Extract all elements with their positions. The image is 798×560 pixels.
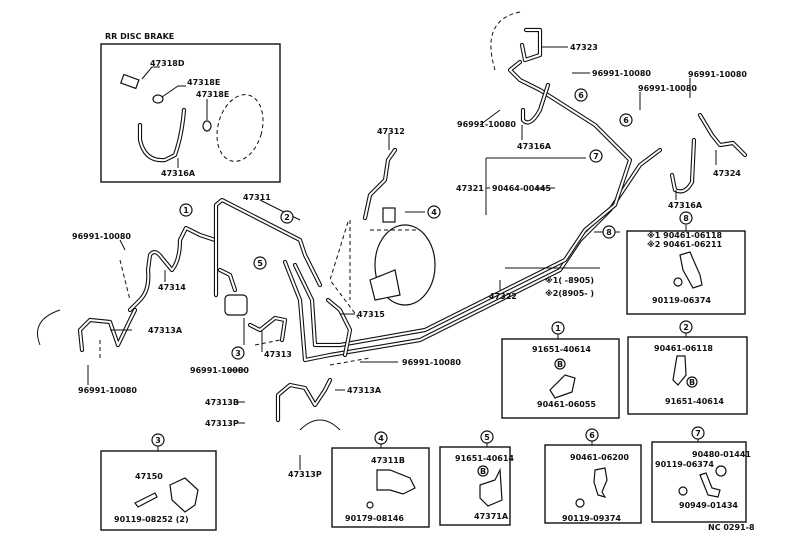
svg-text:90119-06374: 90119-06374 bbox=[655, 460, 714, 469]
svg-text:91651-40614: 91651-40614 bbox=[665, 397, 724, 406]
svg-text:4: 4 bbox=[378, 434, 384, 443]
svg-text:90119-08252 (2): 90119-08252 (2) bbox=[114, 515, 189, 524]
label-47323: 47323 bbox=[570, 43, 598, 52]
svg-text:8: 8 bbox=[683, 214, 689, 223]
detail-box-1: 1 91651-40614 B 90461-06055 bbox=[501, 321, 620, 419]
svg-text:91651-40614: 91651-40614 bbox=[455, 454, 514, 463]
label-47316A: 47316A bbox=[161, 169, 196, 178]
callout-1: 1 bbox=[179, 203, 193, 217]
svg-text:6: 6 bbox=[578, 91, 584, 100]
label-47321: 47321 bbox=[456, 184, 484, 193]
label-47313P: 47313P bbox=[288, 470, 322, 479]
svg-text:90461-06200: 90461-06200 bbox=[570, 453, 629, 462]
note-2: ※2(8905- ) bbox=[545, 288, 594, 298]
svg-text:90949-01434: 90949-01434 bbox=[679, 501, 738, 510]
label-96991-10080: 96991-10080 bbox=[190, 366, 249, 375]
brake-pipes bbox=[77, 27, 748, 423]
label-47315: 47315 bbox=[357, 310, 385, 319]
label-47313P: 47313P bbox=[205, 419, 239, 428]
svg-text:1: 1 bbox=[183, 206, 189, 215]
svg-text:※2 90461-06211: ※2 90461-06211 bbox=[647, 239, 723, 249]
svg-text:90119-09374: 90119-09374 bbox=[562, 514, 621, 523]
svg-text:4: 4 bbox=[431, 208, 437, 217]
label-47311: 47311 bbox=[243, 193, 271, 202]
svg-text:7: 7 bbox=[695, 429, 701, 438]
section-title: RR DISC BRAKE bbox=[105, 32, 174, 41]
label-96991-10080: 96991-10080 bbox=[402, 358, 461, 367]
callout-8: 8 bbox=[602, 225, 616, 239]
brake-booster bbox=[329, 207, 436, 321]
label-96991-10080: 96991-10080 bbox=[78, 386, 137, 395]
callout-4: 4 bbox=[427, 205, 441, 219]
svg-text:1: 1 bbox=[555, 324, 561, 333]
svg-text:2: 2 bbox=[683, 323, 689, 332]
label-47312: 47312 bbox=[377, 127, 405, 136]
svg-text:6: 6 bbox=[589, 431, 595, 440]
svg-text:8: 8 bbox=[606, 228, 612, 237]
svg-text:2: 2 bbox=[284, 213, 290, 222]
callout-5: 5 bbox=[253, 256, 267, 270]
svg-text:※1 90461-06118: ※1 90461-06118 bbox=[647, 230, 723, 240]
detail-box-8: 8 ※1 90461-06118 ※2 90461-06211 90119-06… bbox=[626, 211, 746, 315]
label-47324: 47324 bbox=[713, 169, 741, 178]
label-47322: 47322 bbox=[489, 292, 517, 301]
label-96991-10080: 96991-10080 bbox=[72, 232, 131, 241]
label-47313A: 47313A bbox=[148, 326, 183, 335]
label-47313: 47313 bbox=[264, 350, 292, 359]
note-1: ※1( -8905) bbox=[545, 275, 594, 285]
svg-text:6: 6 bbox=[623, 116, 629, 125]
svg-text:3: 3 bbox=[235, 349, 241, 358]
label-96991-10080: 96991-10080 bbox=[638, 84, 697, 93]
svg-text:90461-06055: 90461-06055 bbox=[537, 400, 596, 409]
detail-box-5: 5 91651-40614 B 47371A bbox=[439, 430, 514, 526]
detail-box-3: 3 47150 90119-08252 (2) bbox=[100, 433, 217, 531]
label-47316A: 47316A bbox=[668, 201, 703, 210]
label-90464-00445: 90464-00445 bbox=[492, 184, 551, 193]
label-47318E: 47318E bbox=[187, 78, 220, 87]
svg-text:47311B: 47311B bbox=[371, 456, 405, 465]
label-47313A: 47313A bbox=[347, 386, 382, 395]
svg-text:B: B bbox=[480, 467, 486, 476]
svg-text:90119-06374: 90119-06374 bbox=[652, 296, 711, 305]
rr-disc-brake-parts bbox=[120, 66, 264, 168]
rr-disc-brake-box bbox=[100, 43, 281, 183]
label-47316A: 47316A bbox=[517, 142, 552, 151]
label-96991-10080: 96991-10080 bbox=[457, 120, 516, 129]
detail-box-2: 2 90461-06118 B 91651-40614 bbox=[627, 320, 748, 415]
diagram-code: NC 0291-8 bbox=[708, 523, 755, 532]
proportioning-valve bbox=[224, 294, 248, 316]
label-96991-10080: 96991-10080 bbox=[592, 69, 651, 78]
callout-2: 2 bbox=[280, 210, 294, 224]
svg-text:47150: 47150 bbox=[135, 472, 163, 481]
svg-text:7: 7 bbox=[593, 152, 599, 161]
callout-6: 6 bbox=[619, 113, 633, 127]
svg-text:B: B bbox=[689, 378, 695, 387]
svg-text:90480-01441: 90480-01441 bbox=[692, 450, 751, 459]
svg-text:5: 5 bbox=[257, 259, 263, 268]
svg-text:B: B bbox=[557, 360, 563, 369]
dash-leaders bbox=[99, 259, 371, 366]
label-47318D: 47318D bbox=[150, 59, 185, 68]
label-47318E: 47318E bbox=[196, 90, 229, 99]
svg-text:90179-08146: 90179-08146 bbox=[345, 514, 404, 523]
label-96991-10080: 96991-10080 bbox=[688, 70, 747, 79]
drum-outlines bbox=[37, 11, 521, 431]
detail-box-6: 6 90461-06200 90119-09374 bbox=[544, 428, 642, 524]
callout-6: 6 bbox=[574, 88, 588, 102]
callout-7: 7 bbox=[589, 149, 603, 163]
svg-text:5: 5 bbox=[484, 433, 490, 442]
detail-box-7: 7 90480-01441 90119-06374 90949-01434 bbox=[651, 426, 751, 523]
label-47314: 47314 bbox=[158, 283, 186, 292]
svg-text:91651-40614: 91651-40614 bbox=[532, 345, 591, 354]
svg-text:3: 3 bbox=[155, 436, 161, 445]
detail-box-4: 4 47311B 90179-08146 bbox=[331, 431, 430, 528]
svg-text:47371A: 47371A bbox=[474, 512, 509, 521]
svg-text:90461-06118: 90461-06118 bbox=[654, 344, 713, 353]
callout-3: 3 bbox=[231, 346, 245, 360]
label-47313B: 47313B bbox=[205, 398, 239, 407]
